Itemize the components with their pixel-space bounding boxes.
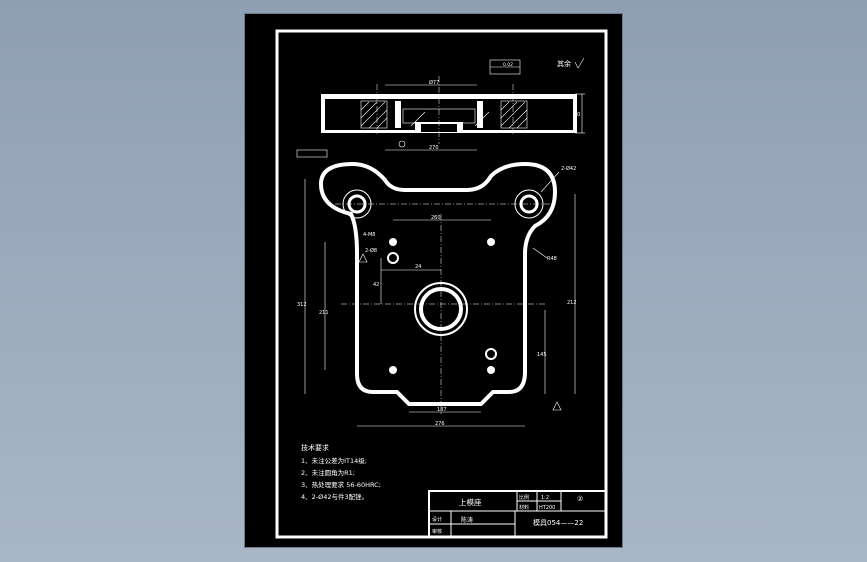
dim-width-top: 270 xyxy=(429,145,439,151)
approver-name: 陈涛 xyxy=(461,516,473,524)
label-pin-small: 2-Ø8 xyxy=(365,247,377,254)
dim-height: 30 xyxy=(574,112,580,118)
design-label: 设计 xyxy=(432,516,442,523)
sheet-mark: ② xyxy=(577,495,583,503)
title-block: 上模座 比例 1:2 材料 HT200 ② 设计 审核 陈涛 模具054——22 xyxy=(428,490,607,538)
roughness-note: 其余 xyxy=(557,59,571,68)
roughness-symbol-icon xyxy=(574,57,585,69)
check-label: 审核 xyxy=(432,528,442,535)
drawing-number: 模具054——22 xyxy=(533,518,583,527)
material-label: 材料 xyxy=(519,504,529,511)
material-value: HT200 xyxy=(539,505,555,511)
dim-offset: 24 xyxy=(415,264,421,270)
bolt-hole-2 xyxy=(487,238,495,246)
section-view: Ø77 30 270 0.02 xyxy=(296,59,585,158)
dim-right-v: 212 xyxy=(567,300,577,306)
label-tap-holes: 4-M8 xyxy=(363,232,375,238)
label-pin-holes: 2-Ø42 xyxy=(561,165,576,172)
drawing-sheet: 其余 xyxy=(244,13,623,548)
dim-span-v2: 211 xyxy=(319,310,329,316)
tolerance-value: 0.02 xyxy=(503,62,513,68)
dim-lower-v: 145 xyxy=(537,352,547,358)
dim-hole-dia: Ø77 xyxy=(429,79,439,86)
tech-req-title: 技术要求 xyxy=(301,443,329,452)
bolt-hole-1 xyxy=(389,238,397,246)
bolt-hole-4 xyxy=(487,366,495,374)
part-outline xyxy=(318,161,558,406)
part-name: 上模座 xyxy=(459,497,482,507)
scale-value: 1:2 xyxy=(541,495,549,501)
scale-label: 比例 xyxy=(519,494,529,501)
dim-offset2: 42 xyxy=(373,282,379,288)
dim-center-dist: 260 xyxy=(431,215,441,221)
dim-slot: 187 xyxy=(437,407,447,413)
plan-view: 312 211 212 145 187 276 260 2-Ø42 4-M8 2… xyxy=(297,161,577,427)
datum-triangle-icon xyxy=(552,401,562,411)
bolt-hole-3 xyxy=(389,366,397,374)
datum-marker-icon xyxy=(398,140,406,148)
label-radius: R48 xyxy=(547,256,557,262)
tech-req-item-2: 2、未注圆角为R1; xyxy=(301,468,355,477)
dim-span-v: 312 xyxy=(297,302,307,308)
tech-req-item-1: 1、未注公差为IT14级; xyxy=(301,456,367,465)
drawing-canvas: 其余 xyxy=(275,29,608,539)
tech-requirements: 技术要求 1、未注公差为IT14级; 2、未注圆角为R1; 3、热处理要求 56… xyxy=(301,443,381,501)
tech-req-item-3: 3、热处理要求 56-60HRC; xyxy=(301,480,381,489)
tech-req-item-4: 4、2-Ø42与件3配锉。 xyxy=(301,492,368,501)
tolerance-frame-left xyxy=(296,149,328,158)
dim-width-bottom: 276 xyxy=(435,421,445,427)
